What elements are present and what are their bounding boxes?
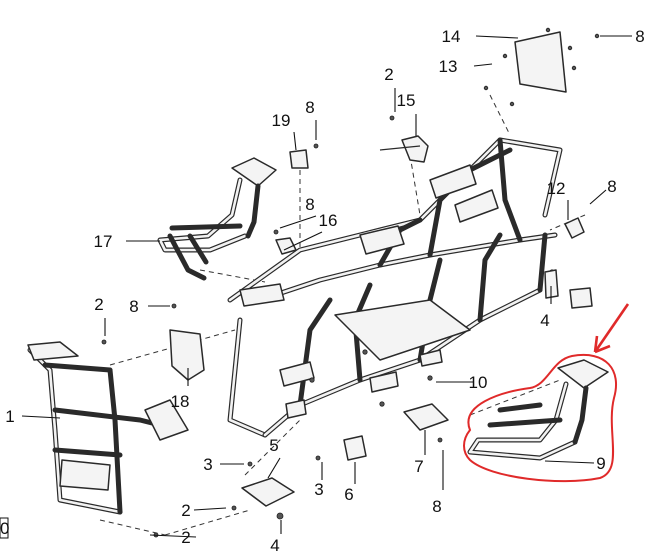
callout-c18: 18 (171, 392, 190, 411)
callout-c13: 13 (439, 57, 458, 76)
part-18-bracket (169, 303, 205, 381)
callout-c6: 6 (344, 485, 353, 504)
callout-c16: 16 (319, 211, 338, 230)
callout-c9: 9 (596, 454, 605, 473)
callout-c10: 10 (469, 373, 488, 392)
assembly-lines (99, 94, 586, 536)
part-1-front-bumper (27, 339, 189, 515)
part-14-rear-plate (483, 27, 600, 107)
callout-c8d: 8 (635, 27, 644, 46)
callout-c2c: 2 (181, 501, 190, 520)
callout-c1: 1 (5, 407, 14, 426)
callout-c19: 19 (272, 111, 291, 130)
callout-c8c: 8 (129, 297, 138, 316)
part-9-rear-rack (463, 303, 630, 483)
callout-c14: 14 (442, 27, 461, 46)
callout-c15: 15 (397, 91, 416, 110)
corner-mark: 0 (0, 517, 9, 539)
main-frame (227, 137, 563, 438)
leader-lines (21, 35, 632, 538)
lower-brackets (153, 217, 593, 538)
callout-c2b: 2 (384, 65, 393, 84)
callout-c8f: 8 (432, 497, 441, 516)
callout-c4a: 4 (540, 311, 549, 330)
callout-c3a: 3 (203, 455, 212, 474)
callout-c8e: 8 (607, 177, 616, 196)
callout-c8b: 8 (305, 195, 314, 214)
small-brackets-top (273, 115, 429, 255)
callout-c8a: 8 (305, 98, 314, 117)
callout-c7: 7 (414, 457, 423, 476)
callout-c5: 5 (269, 436, 278, 455)
highlight-outline (463, 353, 617, 483)
highlight-arrow (593, 303, 630, 353)
callout-c2d: 2 (181, 528, 190, 547)
callout-c4b: 4 (270, 536, 279, 555)
callout-c3b: 3 (314, 480, 323, 499)
part-17-front-rack (157, 157, 277, 281)
callout-c2a: 2 (94, 295, 103, 314)
corner-mark-text: 0 (0, 519, 9, 538)
callout-c12: 12 (547, 179, 566, 198)
callout-c17: 17 (94, 232, 113, 251)
